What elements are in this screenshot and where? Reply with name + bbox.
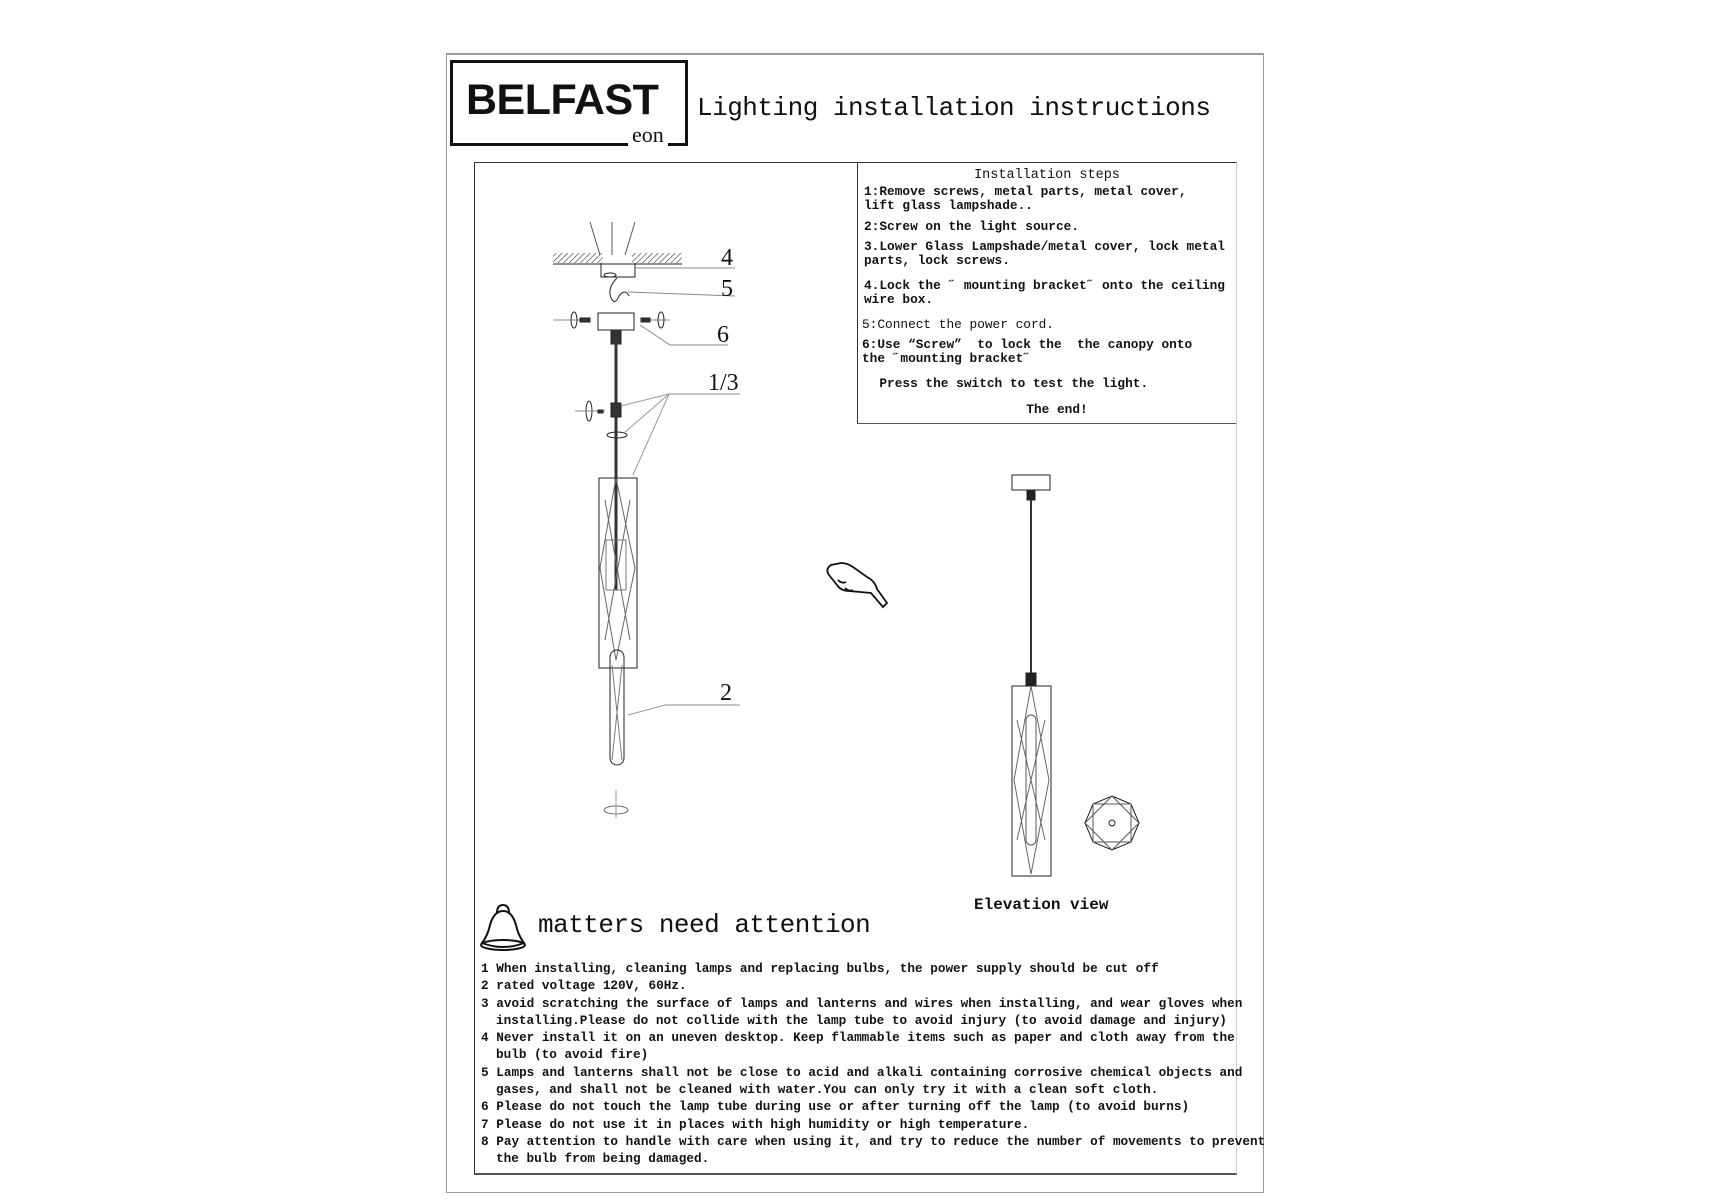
note-text-continued: gases, and shall not be cleaned with wat… [496,1082,1159,1098]
bell-icon [480,903,526,951]
part-label-1-3: 1/3 [708,370,739,396]
step-item: 2:Screw on the light source. [864,219,1080,234]
document-page [446,53,1264,1193]
part-label-5: 5 [721,276,733,302]
steps-end: The end! [1026,402,1088,417]
part-label-6: 6 [717,322,729,348]
elevation-view [1011,474,1140,877]
part-label-2: 2 [720,680,732,706]
note-item: 6 Please do not touch the lamp tube duri… [481,1098,1241,1115]
brand-logo-text: BELFAST [466,76,659,124]
note-item: 5 Lamps and lanterns shall not be close … [481,1064,1243,1099]
step-item: 5:Connect the power cord. [862,317,1054,332]
attention-heading: matters need attention [538,910,871,940]
page-title: Lighting installation instructions [697,93,1211,123]
note-text: 3 avoid scratching the surface of lamps … [481,995,1243,1011]
note-text: 1 When installing, cleaning lamps and re… [481,961,1159,976]
brand-logo-subtext: eon [628,124,668,146]
note-item: 8 Pay attention to handle with care when… [481,1133,1265,1168]
note-item: 2 rated voltage 120V, 60Hz. [481,977,1241,994]
pointing-hand-icon [826,562,889,609]
exploded-view [553,221,740,818]
step-item: 6:Use “Screw” to lock the the canopy ont… [862,337,1193,366]
note-text: 4 Never install it on an uneven desktop.… [481,1030,1235,1046]
attention-notes-list: 1 When installing, cleaning lamps and re… [481,960,1265,1168]
installation-steps-box: Installation steps 1:Remove screws, meta… [857,162,1236,424]
brand-logo-box [450,60,688,146]
note-item: 1 When installing, cleaning lamps and re… [481,960,1241,977]
note-item: 3 avoid scratching the surface of lamps … [481,995,1243,1030]
note-item: 7 Please do not use it in places with hi… [481,1116,1241,1133]
note-text: 7 Please do not use it in places with hi… [481,1116,1030,1132]
content-frame [474,162,1237,1175]
note-text: 8 Pay attention to handle with care when… [481,1133,1266,1149]
note-text: 2 rated voltage 120V, 60Hz. [481,978,687,994]
note-text: 5 Lamps and lanterns shall not be close … [481,1064,1243,1080]
note-text-continued: installing.Please do not collide with th… [496,1012,1227,1028]
step-item: 1:Remove screws, metal parts, metal cove… [864,184,1187,213]
steps-title: Installation steps [974,168,1120,183]
note-text-continued: bulb (to avoid fire) [496,1047,649,1063]
note-text-continued: the bulb from being damaged. [496,1151,710,1167]
note-item: 4 Never install it on an uneven desktop.… [481,1029,1241,1064]
step-item: 3.Lower Glass Lampshade/metal cover, loc… [864,239,1225,268]
note-text: 6 Please do not touch the lamp tube duri… [481,1099,1190,1115]
elevation-view-label: Elevation view [974,896,1109,914]
step-item: 4.Lock the ˝ mounting bracket˝ onto the … [864,278,1225,307]
part-label-4: 4 [721,245,733,271]
step-item: Press the switch to test the light. [864,376,1149,391]
